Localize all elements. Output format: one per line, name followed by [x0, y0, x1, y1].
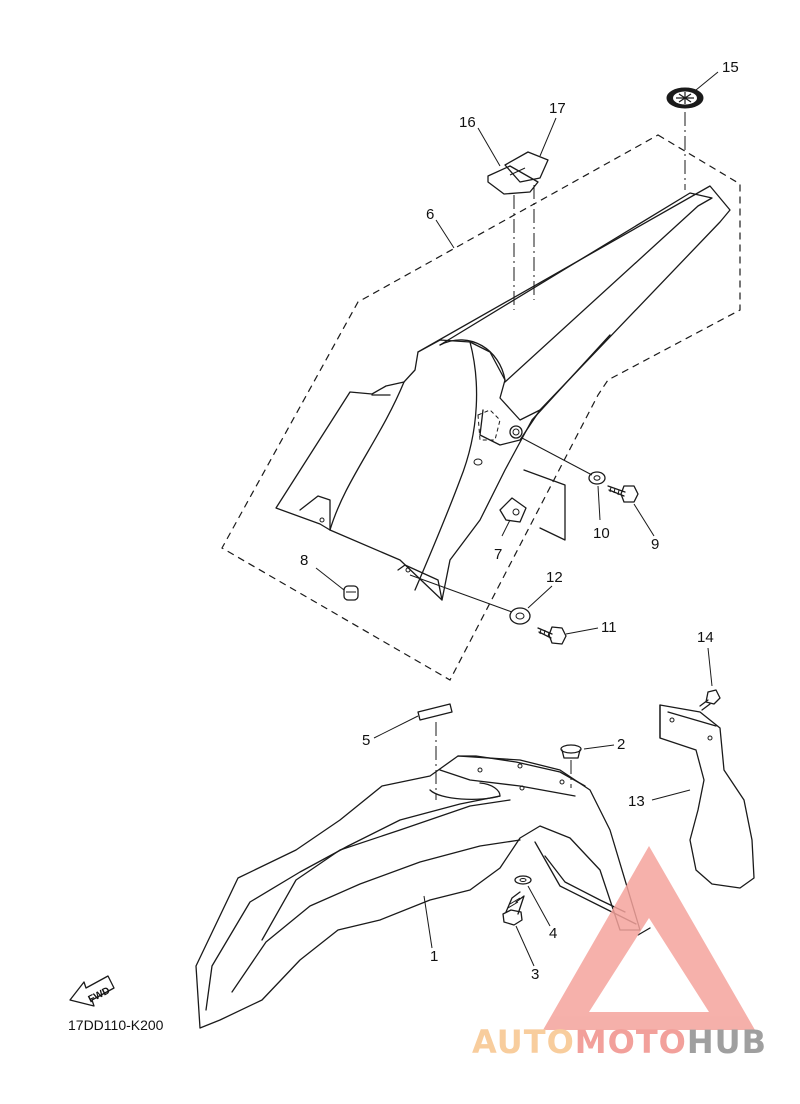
watermark-triangle [543, 846, 755, 1030]
fwd-label: FWD [87, 985, 112, 1005]
front-fender-decal [417, 703, 453, 800]
callout-10: 10 [593, 525, 610, 542]
callout-3: 3 [531, 966, 539, 983]
callout-6: 6 [426, 206, 434, 223]
callout-17: 17 [549, 100, 566, 117]
watermark-auto: AUTO [472, 1023, 575, 1061]
forward-arrow-icon: FWD [69, 975, 115, 1007]
bolt-3 [502, 891, 525, 926]
callout-12: 12 [546, 569, 563, 586]
washer-12 [509, 607, 531, 625]
washer-10 [588, 471, 606, 485]
screw-14 [699, 689, 721, 711]
callout-2: 2 [617, 736, 625, 753]
grommet [343, 585, 359, 601]
reference-code: 17DD110-K200 [68, 1017, 164, 1033]
watermark-moto: MOTO [575, 1023, 687, 1061]
clip-nut [499, 497, 527, 523]
yamaha-emblem [666, 87, 704, 109]
bolt-11 [537, 626, 567, 645]
leader-lines [315, 71, 719, 967]
seat-decal [487, 151, 549, 195]
rear-fender [275, 185, 731, 601]
collar-2 [560, 744, 582, 788]
callout-1: 1 [430, 948, 438, 965]
callout-4: 4 [549, 925, 557, 942]
front-fender [195, 755, 651, 1029]
fork-guard [659, 704, 755, 889]
callout-11: 11 [601, 619, 617, 636]
callout-13: 13 [628, 793, 645, 810]
callout-9: 9 [651, 536, 659, 553]
callout-5: 5 [362, 732, 370, 749]
watermark-hub: HUB [687, 1023, 767, 1061]
watermark: AUTOMOTOHUB [472, 846, 767, 1061]
rear-fender-group-outline [221, 134, 741, 681]
rear-fender-group [221, 87, 741, 681]
washer-4 [514, 875, 532, 885]
callout-16: 16 [459, 114, 476, 131]
callout-8: 8 [300, 552, 308, 569]
callout-15: 15 [722, 59, 739, 76]
callout-14: 14 [697, 629, 714, 646]
watermark-text: AUTOMOTOHUB [472, 1023, 767, 1061]
bolt-9 [607, 485, 639, 503]
callouts: 15 16 17 6 7 8 9 10 11 12 14 13 5 2 1 4 … [300, 59, 739, 983]
callout-7: 7 [494, 546, 502, 563]
